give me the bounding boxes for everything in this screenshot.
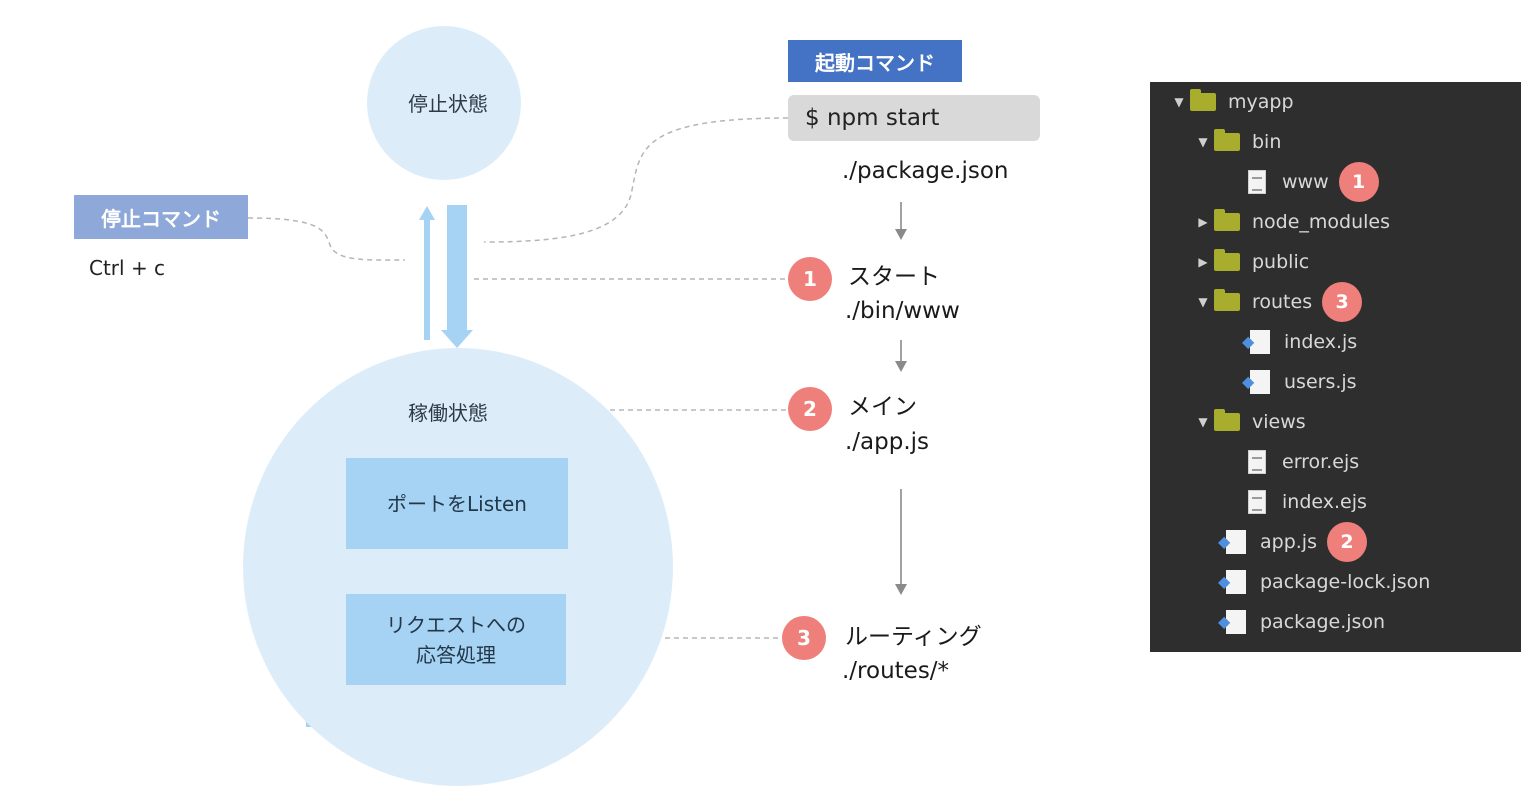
request-response-box: リクエストへの 応答処理: [346, 594, 566, 685]
tree-item-label: app.js: [1260, 531, 1317, 553]
folder-icon: [1214, 409, 1240, 431]
stop-command-keys: Ctrl + c: [89, 256, 166, 280]
start-command-tag: 起動コマンド: [788, 40, 962, 82]
tree-item-node-modules[interactable]: ▶ node_modules: [1192, 202, 1390, 242]
js-file-icon: [1218, 570, 1246, 594]
folder-icon: [1214, 129, 1240, 151]
tree-item-users-js[interactable]: users.js: [1242, 362, 1357, 402]
text-file-icon: [1248, 170, 1266, 194]
listen-port-label: ポートをListen: [387, 491, 527, 516]
js-file-icon: [1218, 530, 1246, 554]
tree-item-label: package-lock.json: [1260, 571, 1431, 593]
step-2-file: ./app.js: [845, 429, 930, 455]
expanded-arrow-icon[interactable]: ▼: [1198, 415, 1208, 429]
step-2-badge: 2: [788, 387, 832, 431]
collapsed-arrow-icon[interactable]: ▶: [1198, 215, 1208, 229]
tree-item-label: index.js: [1284, 331, 1358, 353]
tree-item-label: bin: [1252, 131, 1282, 153]
tree-badge-3: 3: [1322, 282, 1363, 322]
tree-item-routes[interactable]: ▼ routes 3: [1192, 282, 1363, 322]
sequence-arrow-2: [895, 340, 907, 372]
start-command-connector: [483, 117, 789, 243]
step-2-title: メイン: [848, 394, 917, 420]
tree-item-label: routes: [1252, 291, 1313, 313]
sequence-arrow-1: [895, 202, 907, 240]
tree-item-index-ejs[interactable]: index.ejs: [1248, 482, 1367, 522]
folder-icon: [1214, 289, 1240, 311]
stop-command-tag: 停止コマンド: [74, 195, 248, 239]
step-3-badge: 3: [782, 616, 826, 660]
tree-item-label: package.json: [1260, 611, 1386, 633]
tree-item-myapp[interactable]: ▼ myapp: [1168, 82, 1294, 122]
package-json-label: ./package.json: [842, 158, 1009, 184]
tree-badge-1: 1: [1338, 162, 1379, 202]
step-1-title: スタート: [848, 264, 940, 290]
tree-item-label: views: [1252, 411, 1306, 433]
tree-item-www[interactable]: www 1: [1248, 162, 1379, 202]
tree-item-bin[interactable]: ▼ bin: [1192, 122, 1281, 162]
text-file-icon: [1248, 490, 1266, 514]
stopped-state-circle: [367, 26, 521, 180]
request-response-line2: 応答処理: [416, 642, 496, 667]
js-file-icon: [1242, 370, 1270, 394]
running-state-circle: [243, 348, 673, 786]
tree-item-index-js[interactable]: index.js: [1242, 322, 1358, 362]
expanded-arrow-icon[interactable]: ▼: [1198, 295, 1208, 309]
folder-icon: [1214, 249, 1240, 271]
text-file-icon: [1248, 450, 1266, 474]
npm-start-command: $ npm start: [788, 95, 1040, 141]
sequence-arrow-3: [895, 489, 907, 595]
tree-item-public[interactable]: ▶ public: [1192, 242, 1309, 282]
expanded-arrow-icon[interactable]: ▼: [1198, 135, 1208, 149]
running-state-label: 稼働状態: [408, 401, 488, 425]
listen-port-box: ポートをListen: [346, 458, 568, 549]
tree-item-label: users.js: [1284, 371, 1357, 393]
step-1-badge: 1: [788, 257, 832, 301]
collapsed-arrow-icon[interactable]: ▶: [1198, 255, 1208, 269]
stopped-state-label: 停止状態: [408, 92, 488, 116]
step-3-file: ./routes/*: [842, 658, 950, 684]
tree-item-package-json[interactable]: package.json: [1218, 602, 1386, 642]
project-file-tree: ▼ myapp ▼ bin www 1 ▶ node_modules ▶ pub…: [1150, 82, 1521, 652]
tree-item-label: myapp: [1228, 91, 1294, 113]
stop-transition-arrow: [419, 206, 435, 340]
tree-item-views[interactable]: ▼ views: [1192, 402, 1306, 442]
stop-command-connector: [247, 217, 406, 261]
request-response-line1: リクエストへの: [386, 612, 526, 637]
expanded-arrow-icon[interactable]: ▼: [1174, 95, 1184, 109]
tree-item-label: public: [1252, 251, 1310, 273]
tree-item-label: error.ejs: [1282, 451, 1360, 473]
step-1-file: ./bin/www: [845, 298, 960, 324]
step-3-title: ルーティング: [845, 624, 982, 650]
start-transition-arrow: [441, 205, 473, 348]
tree-badge-2: 2: [1326, 522, 1367, 562]
tree-item-package-lock-json[interactable]: package-lock.json: [1218, 562, 1431, 602]
tree-item-error-ejs[interactable]: error.ejs: [1248, 442, 1359, 482]
tree-item-label: node_modules: [1252, 211, 1391, 233]
tree-item-label: www: [1282, 171, 1329, 193]
tree-item-label: index.ejs: [1282, 491, 1367, 513]
folder-icon: [1214, 209, 1240, 231]
js-file-icon: [1218, 610, 1246, 634]
tree-item-app-js[interactable]: app.js 2: [1218, 522, 1367, 562]
folder-icon: [1190, 89, 1216, 111]
js-file-icon: [1242, 330, 1270, 354]
